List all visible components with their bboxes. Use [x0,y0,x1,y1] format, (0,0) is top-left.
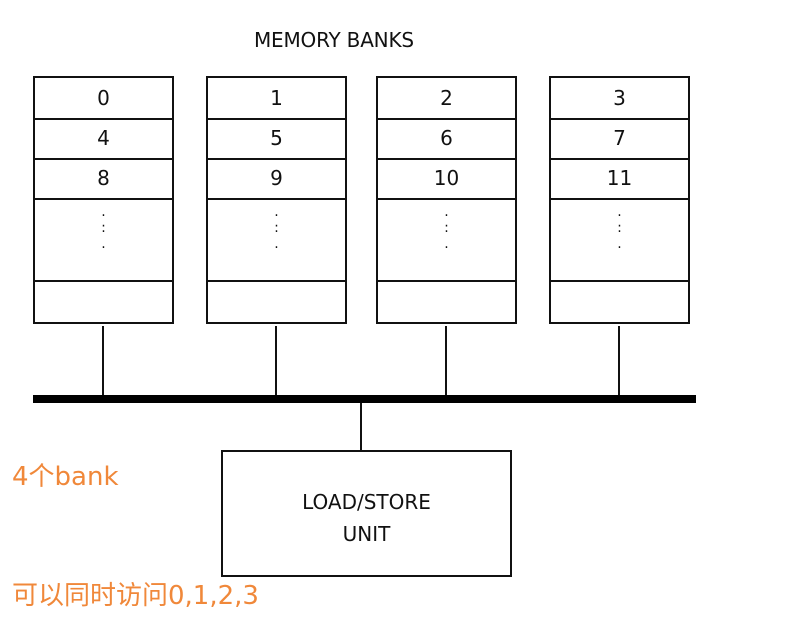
bank-cell: 8 [33,160,174,200]
bank-cell-empty [376,280,517,324]
memory-bank-0: 0 4 8 .:. [33,76,174,326]
bank-cell-ellipsis: .:. [206,198,347,282]
memory-bus [33,395,696,403]
bank-cell: 9 [206,160,347,200]
bank-cell: 6 [376,118,517,160]
bank-2-connector [445,326,447,396]
memory-bank-1: 1 5 9 .:. [206,76,347,326]
bank-0-connector [102,326,104,396]
unit-label-line2: UNIT [342,522,391,546]
annotation-simultaneous-access: 可以同时访问0,1,2,3 [12,581,259,611]
bank-cell-empty [206,280,347,324]
bank-cell: 10 [376,160,517,200]
bank-cell: 3 [549,76,690,120]
ellipsis-dots: .:. [617,204,622,252]
memory-bank-2: 2 6 10 .:. [376,76,517,326]
bank-cell: 1 [206,76,347,120]
annotation-bank-count: 4个bank [12,462,119,492]
memory-bank-3: 3 7 11 .:. [549,76,690,326]
unit-connector [360,403,362,451]
ellipsis-dots: .:. [274,204,279,252]
bank-cell-ellipsis: .:. [33,198,174,282]
ellipsis-dots: .:. [444,204,449,252]
ellipsis-dots: .:. [101,204,106,252]
bank-cell: 2 [376,76,517,120]
bank-cell-empty [549,280,690,324]
unit-label-line1: LOAD/STORE [302,490,431,514]
bank-cell: 5 [206,118,347,160]
bank-cell-ellipsis: .:. [376,198,517,282]
bank-cell: 7 [549,118,690,160]
bank-cell-empty [33,280,174,324]
diagram-title: MEMORY BANKS [254,28,414,52]
bank-cell: 11 [549,160,690,200]
bank-cell: 4 [33,118,174,160]
bank-cell-ellipsis: .:. [549,198,690,282]
load-store-unit: LOAD/STORE UNIT [221,450,512,577]
bank-3-connector [618,326,620,396]
bank-1-connector [275,326,277,396]
bank-cell: 0 [33,76,174,120]
